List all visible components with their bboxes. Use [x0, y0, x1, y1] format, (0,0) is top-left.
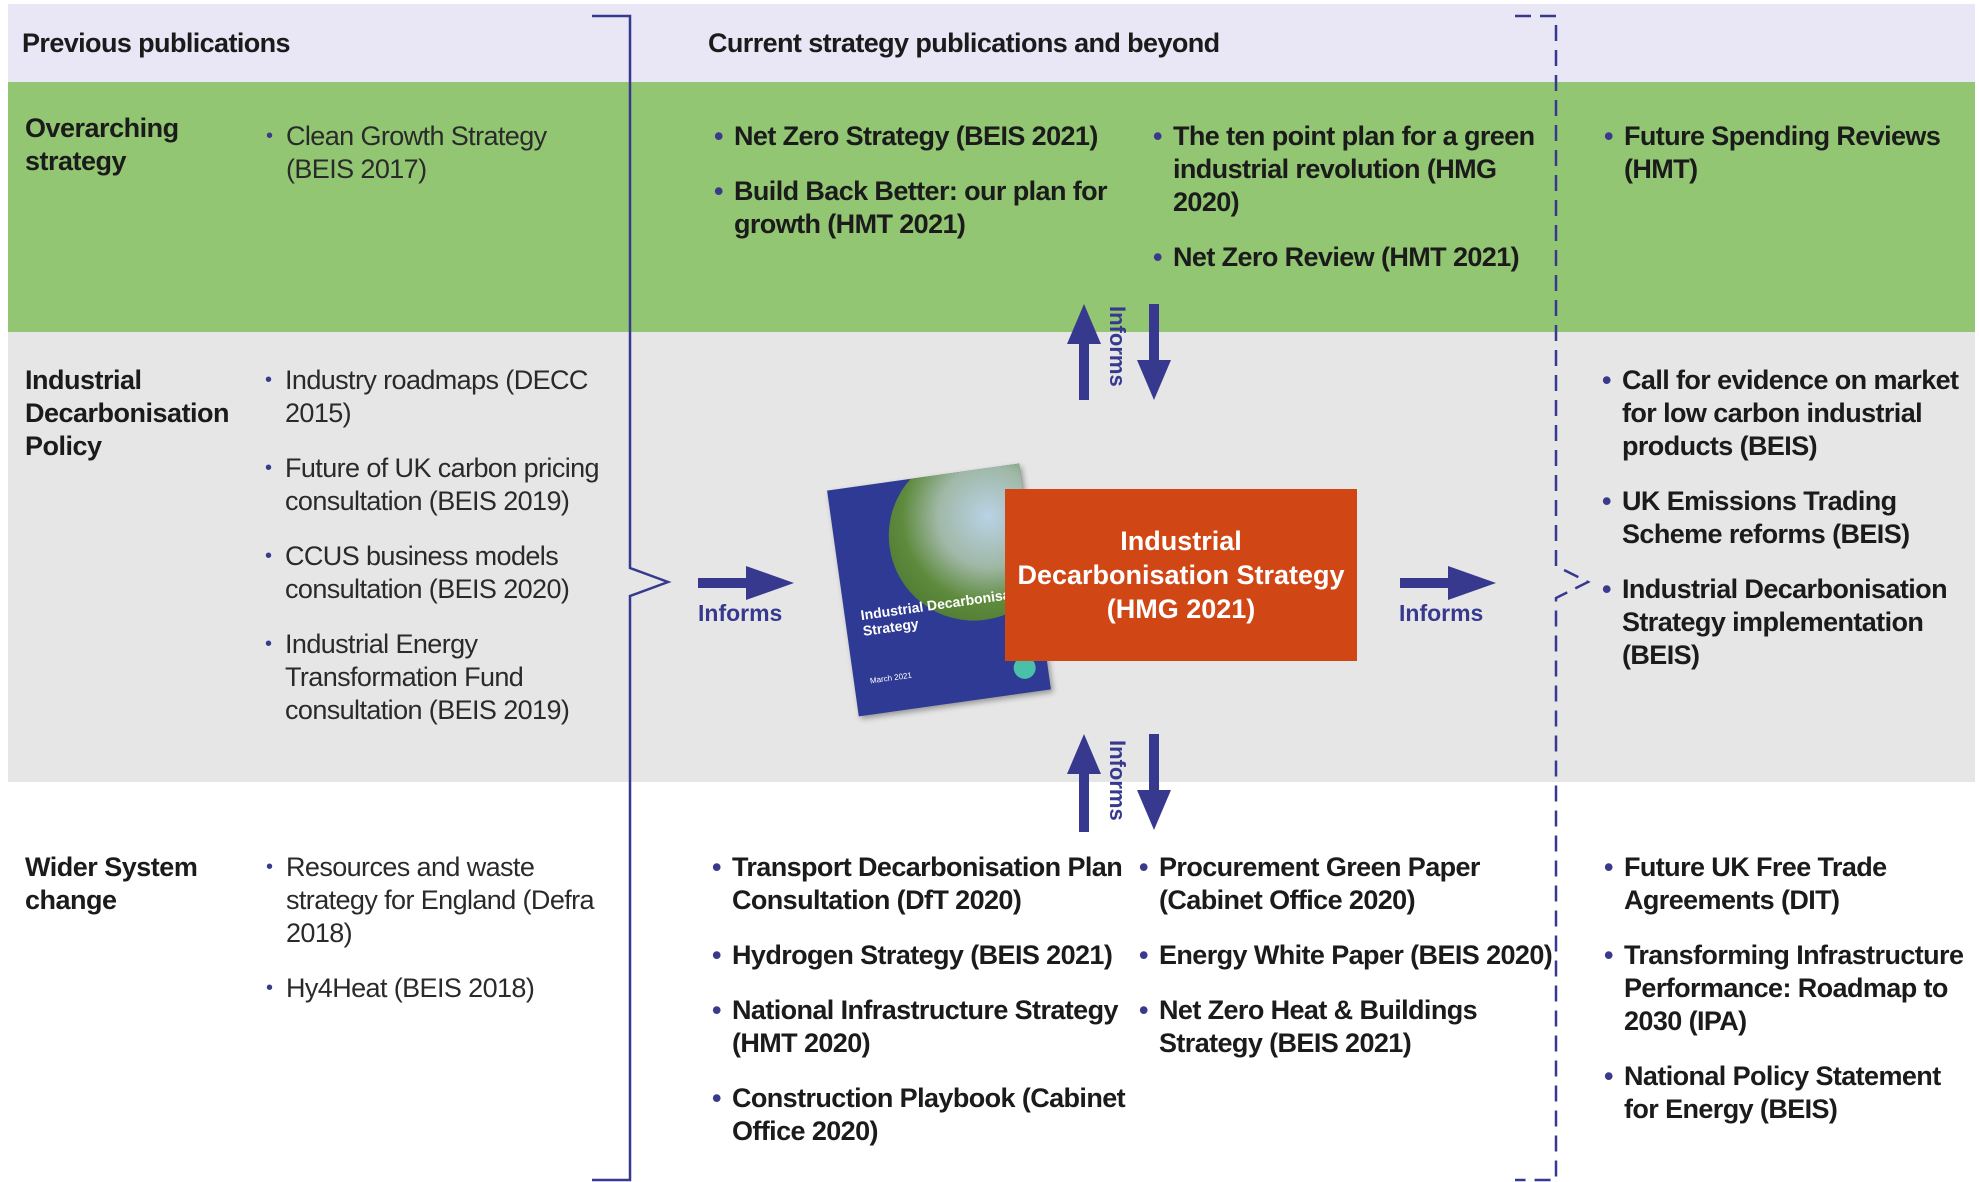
list-item: Transforming Infrastructure Performance:…: [1602, 939, 1974, 1038]
list-item: Hy4Heat (BEIS 2018): [264, 972, 624, 1005]
list-item: Future Spending Reviews (HMT): [1602, 120, 1972, 186]
list-item: Net Zero Review (HMT 2021): [1151, 241, 1551, 274]
future-bracket: [1515, 14, 1591, 1182]
list-item: The ten point plan for a green industria…: [1151, 120, 1551, 219]
top-down-arrow: [1137, 304, 1171, 400]
central-strategy-box: Industrial Decarbonisation Strategy (HMG…: [1005, 489, 1357, 661]
header-band: [8, 4, 1975, 82]
previous-industrial-list: Industry roadmaps (DECC 2015) Future of …: [263, 364, 623, 749]
list-item: Construction Playbook (Cabinet Office 20…: [710, 1082, 1130, 1148]
previous-overarching-list: Clean Growth Strategy (BEIS 2017): [264, 120, 604, 208]
left-informs-arrow: [698, 566, 794, 600]
list-item: Net Zero Heat & Buildings Strategy (BEIS…: [1137, 994, 1557, 1060]
list-item: Clean Growth Strategy (BEIS 2017): [264, 120, 604, 186]
list-item: Future UK Free Trade Agreements (DIT): [1602, 851, 1974, 917]
list-item: Call for evidence on market for low carb…: [1600, 364, 1970, 463]
list-item: Industrial Energy Transformation Fund co…: [263, 628, 623, 727]
list-item: National Infrastructure Strategy (HMT 20…: [710, 994, 1130, 1060]
bottom-down-arrow: [1137, 734, 1171, 830]
top-up-arrow: [1067, 304, 1101, 400]
current-publications-header: Current strategy publications and beyond: [708, 28, 1220, 58]
current-overarching-list-right: The ten point plan for a green industria…: [1151, 120, 1551, 296]
row-label-industrial: Industrial Decarbonisation Policy: [25, 365, 230, 461]
list-item: Procurement Green Paper (Cabinet Office …: [1137, 851, 1557, 917]
list-item: Future of UK carbon pricing consultation…: [263, 452, 623, 518]
list-item: Resources and waste strategy for England…: [264, 851, 624, 950]
right-informs-label: Informs: [1399, 600, 1484, 626]
right-informs-arrow: [1400, 566, 1496, 600]
future-industrial-list: Call for evidence on market for low carb…: [1600, 364, 1970, 694]
list-item: UK Emissions Trading Scheme reforms (BEI…: [1600, 485, 1970, 551]
list-item: Net Zero Strategy (BEIS 2021): [712, 120, 1112, 153]
future-overarching-list: Future Spending Reviews (HMT): [1602, 120, 1972, 208]
future-wider-list: Future UK Free Trade Agreements (DIT) Tr…: [1602, 851, 1974, 1148]
list-item: Energy White Paper (BEIS 2020): [1137, 939, 1557, 972]
cover-date: March 2021: [869, 670, 913, 686]
list-item: Industry roadmaps (DECC 2015): [263, 364, 623, 430]
row-label-wider: Wider System change: [25, 852, 198, 915]
row-label-overarching: Overarching strategy: [25, 113, 179, 176]
current-wider-list-left: Transport Decarbonisation Plan Consultat…: [710, 851, 1130, 1170]
current-overarching-list-left: Net Zero Strategy (BEIS 2021) Build Back…: [712, 120, 1112, 263]
list-item: Build Back Better: our plan for growth (…: [712, 175, 1112, 241]
bottom-informs-label: Informs: [1105, 740, 1130, 821]
top-informs-label: Informs: [1105, 306, 1130, 387]
left-informs-label: Informs: [698, 600, 783, 626]
previous-bracket: [592, 14, 672, 1182]
bottom-up-arrow: [1067, 734, 1101, 832]
central-strategy-label: Industrial Decarbonisation Strategy (HMG…: [1017, 526, 1345, 624]
previous-wider-list: Resources and waste strategy for England…: [264, 851, 624, 1027]
list-item: Transport Decarbonisation Plan Consultat…: [710, 851, 1130, 917]
list-item: National Policy Statement for Energy (BE…: [1602, 1060, 1974, 1126]
previous-publications-header: Previous publications: [22, 28, 291, 58]
current-wider-list-right: Procurement Green Paper (Cabinet Office …: [1137, 851, 1557, 1082]
list-item: Hydrogen Strategy (BEIS 2021): [710, 939, 1130, 972]
list-item: CCUS business models consultation (BEIS …: [263, 540, 623, 606]
list-item: Industrial Decarbonisation Strategy impl…: [1600, 573, 1970, 672]
